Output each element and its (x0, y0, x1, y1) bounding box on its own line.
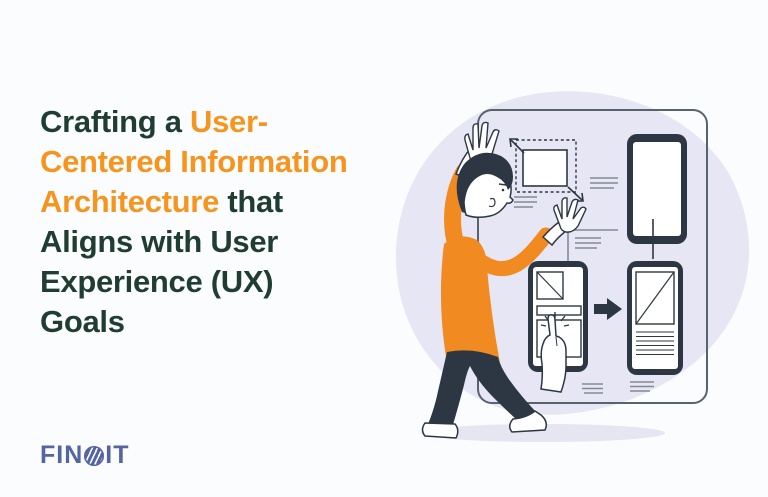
dashed-selection-frame (509, 138, 584, 202)
page-title: Crafting a User-Centered Information Arc… (40, 102, 352, 342)
text-lines-right-of-frame (590, 177, 618, 189)
finoit-logo: FIN IT (40, 441, 130, 470)
text-lines-below-right-phone (630, 381, 654, 392)
logo-striped-o-icon (84, 445, 105, 466)
image-placeholder (522, 149, 568, 187)
title-segment-orange: User-Centered Information Architecture (40, 104, 348, 219)
text-lines-annotation (575, 237, 601, 249)
tap-hand-icon (540, 314, 567, 393)
logo-text-fin: FIN (40, 441, 84, 469)
phone-wireframe-plain (627, 134, 687, 259)
ground-shadow (421, 424, 665, 442)
logo-text-it: IT (105, 441, 130, 469)
reaching-hand (553, 197, 587, 233)
text-lines-below-left-phone (582, 383, 603, 394)
text-lines-below-frame (514, 196, 537, 208)
person-with-raised-arms (421, 121, 587, 439)
resize-arrow-up-left-icon (509, 138, 525, 154)
title-segment-dark-1: Crafting a (40, 104, 190, 139)
phone-wireframe-article (627, 261, 683, 375)
title-segment-dark-2: that Aligns with User Experience (UX) Go… (40, 184, 283, 339)
arrow-right-icon (594, 298, 622, 320)
